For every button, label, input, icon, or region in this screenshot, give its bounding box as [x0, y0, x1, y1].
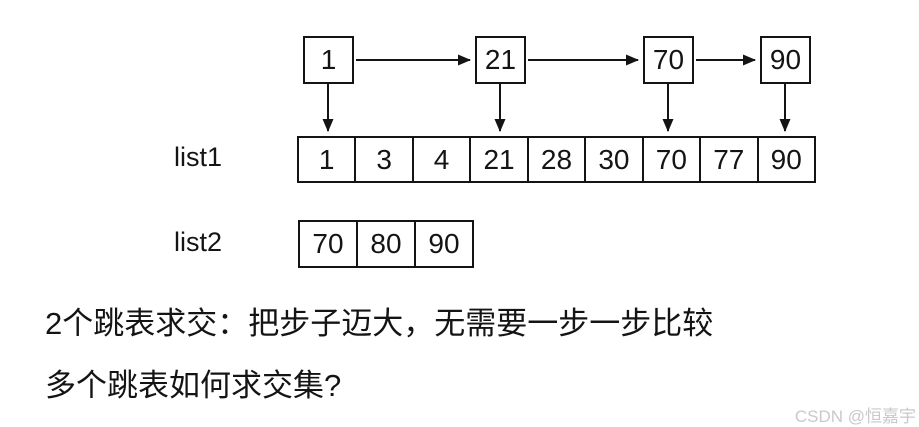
list1-label: list1: [174, 142, 223, 172]
list-cell: 4: [411, 138, 469, 181]
note-line1: 2个跳表求交：把步子迈大，无需要一步一步比较: [45, 306, 714, 341]
list-cell: 30: [584, 138, 641, 181]
note-line2: 多个跳表如何求交集?: [45, 368, 342, 403]
top-node-box: 90: [760, 36, 811, 84]
list-cell: 80: [356, 222, 414, 266]
top-node-box: 1: [303, 36, 354, 84]
list-cell: 90: [756, 138, 814, 181]
list-cell: 77: [699, 138, 756, 181]
list1-row: 1 3 4 21 28 30 70 77 90: [297, 136, 816, 183]
list-cell: 28: [526, 138, 584, 181]
list-cell: 21: [469, 138, 526, 181]
list-cell: 3: [354, 138, 411, 181]
top-node-box: 70: [643, 36, 694, 84]
list-cell: 70: [641, 138, 699, 181]
list2-row: 70 80 90: [298, 220, 474, 268]
top-node-box: 21: [475, 36, 526, 84]
list-cell: 70: [312, 228, 344, 259]
watermark: CSDN @恒嘉宇: [794, 407, 916, 426]
list-cell: 1: [318, 143, 335, 175]
list2-label: list2: [174, 227, 223, 257]
list-cell: 90: [414, 222, 472, 266]
